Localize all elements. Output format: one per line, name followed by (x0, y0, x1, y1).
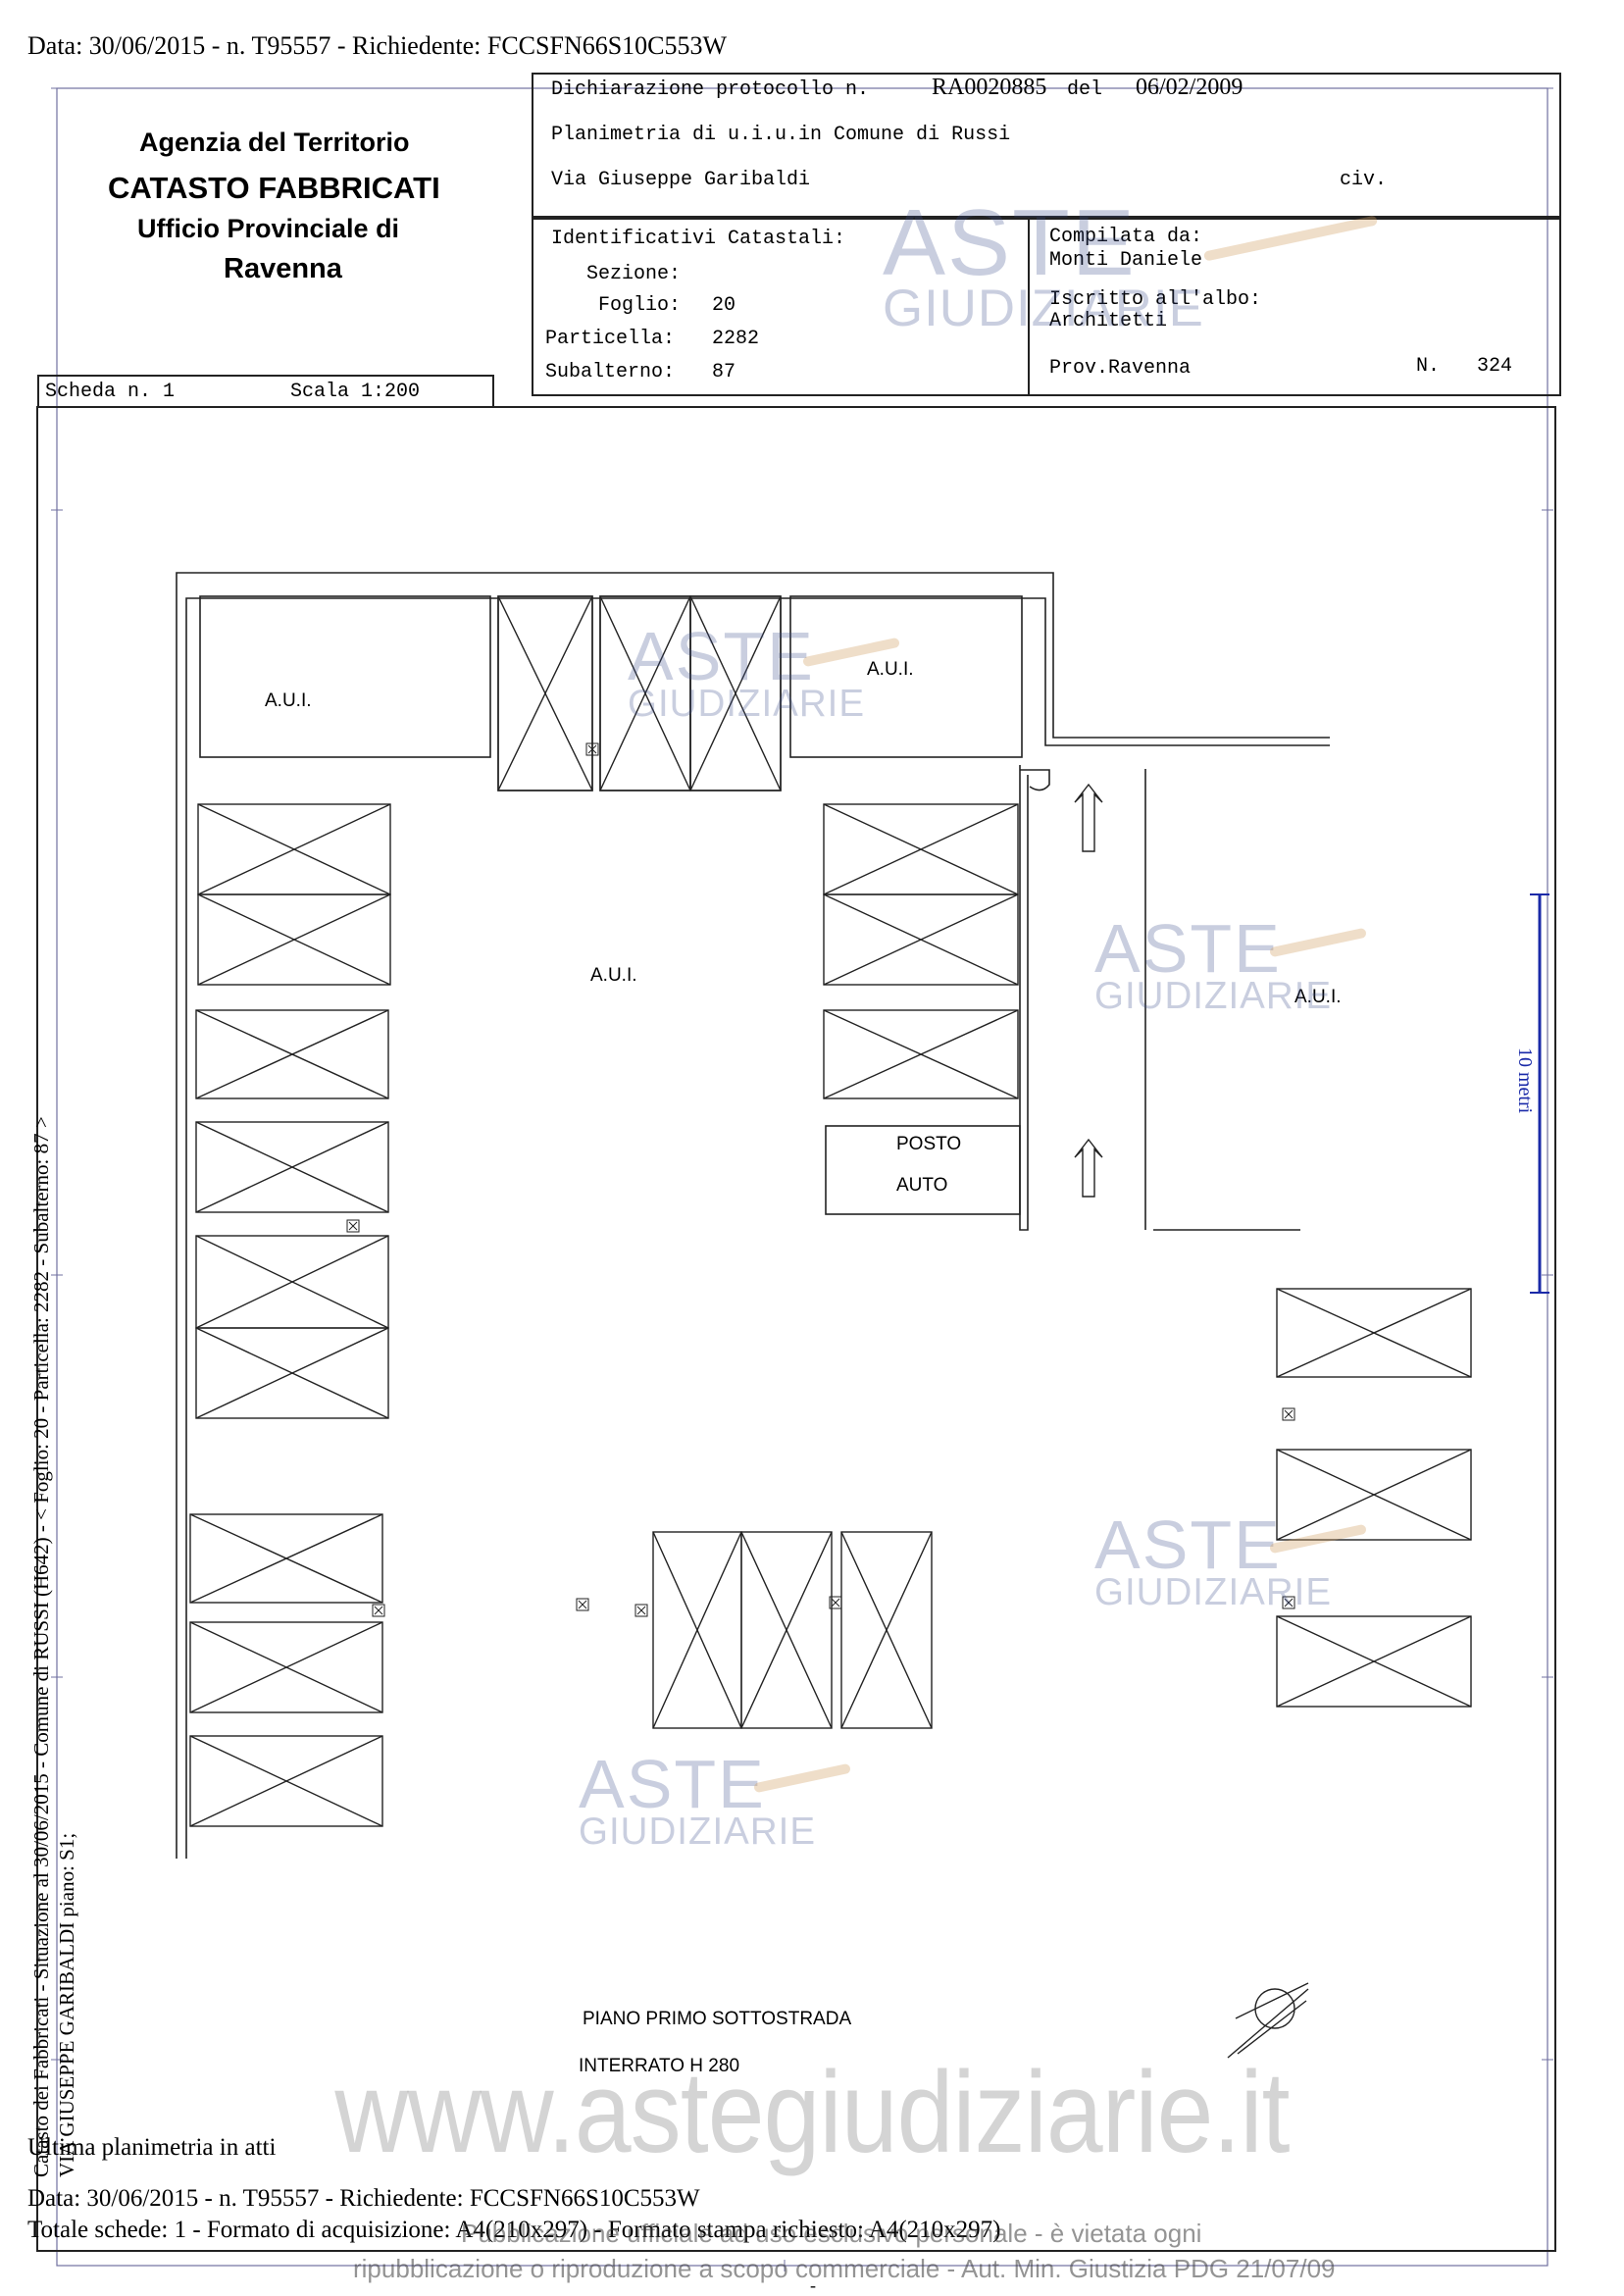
parking-space (189, 1735, 383, 1827)
marker-box (1282, 1407, 1295, 1421)
marker-box (346, 1219, 360, 1233)
parking-space (823, 893, 1019, 986)
website-watermark: www.astegiudiziarie.it (334, 2048, 1290, 2177)
marker-box (576, 1598, 589, 1611)
watermark-aste-word: ASTE (883, 190, 1137, 295)
n-label: N. (1416, 355, 1441, 378)
declaration-box (532, 73, 1561, 218)
parking-space (497, 595, 593, 791)
office-line1: Agenzia del Territorio (139, 128, 410, 157)
particella-label: Particella: (545, 328, 676, 350)
parking-space (652, 1531, 742, 1729)
watermark-aste-2: ASTE GIUDIZIARIE (628, 618, 866, 725)
civ-label: civ. (1340, 169, 1388, 191)
parking-space (689, 595, 782, 791)
watermark-aste-5: ASTE GIUDIZIARIE (579, 1746, 817, 1853)
parking-space (195, 1121, 389, 1213)
ultima-planimetria: Ultima planimetria in atti (27, 2134, 277, 2161)
marker-box (829, 1596, 842, 1609)
box-divider (1028, 218, 1030, 396)
aui-label-4: A.U.I. (1294, 987, 1342, 1007)
subalterno-label: Subalterno: (545, 361, 676, 383)
compilata-name: Monti Daniele (1049, 249, 1203, 272)
parking-space (189, 1621, 383, 1713)
auto-label: AUTO (896, 1175, 948, 1196)
parking-space (197, 803, 391, 895)
parking-space (195, 1235, 389, 1329)
sezione-label: Sezione: (586, 263, 682, 285)
parking-space (1276, 1615, 1472, 1708)
parking-space (740, 1531, 833, 1729)
protocollo-number: RA0020885 (932, 75, 1047, 100)
aui-label-3: A.U.I. (590, 965, 637, 986)
foglio-value: 20 (712, 294, 736, 317)
scheda-label: Scheda n. 1 (45, 381, 176, 403)
planimetria-line: Planimetria di u.i.u.in Comune di Russi (551, 124, 1011, 146)
n-value: 324 (1477, 355, 1513, 378)
publication-notice-1: Pubblicazione ufficiale ad uso esclusivo… (461, 2219, 1202, 2248)
del-label: del (1067, 78, 1103, 101)
parking-space (195, 1009, 389, 1099)
office-line2: CATASTO FABBRICATI (108, 171, 440, 205)
scheda-box (37, 375, 494, 408)
watermark-aste-3: ASTE GIUDIZIARIE (1094, 910, 1333, 1017)
compilata-label: Compilata da: (1049, 226, 1203, 248)
marker-box (1282, 1596, 1295, 1609)
piano-label: PIANO PRIMO SOTTOSTRADA (583, 2009, 852, 2029)
protocollo-label: Dichiarazione protocollo n. (551, 78, 870, 101)
foglio-label: Foglio: (598, 294, 682, 317)
scala-label: Scala 1:200 (290, 381, 421, 403)
identificativi-title: Identificativi Catastali: (551, 228, 846, 250)
parking-space (823, 803, 1019, 895)
aui-label-1: A.U.I. (265, 690, 312, 711)
identificativi-box (532, 218, 1561, 396)
watermark-aste-1: ASTE GIUDIZIARIE (883, 190, 1204, 338)
iscritto-label: Iscritto all'albo: (1049, 288, 1262, 311)
posto-label: POSTO (896, 1134, 962, 1154)
footer-totale: Totale schede: 1 - Formato di acquisizio… (27, 2217, 1001, 2243)
declaration-date: 06/02/2009 (1136, 75, 1243, 100)
particella-value: 2282 (712, 328, 760, 350)
office-line3: Ufficio Provinciale di (137, 214, 400, 243)
parking-space (840, 1531, 933, 1729)
footer-data-line: Data: 30/06/2015 - n. T95557 - Richieden… (27, 2185, 700, 2212)
albo-value: Architetti (1049, 310, 1168, 332)
watermark-giudiziarie-word: GIUDIZIARIE (883, 280, 1204, 338)
subalterno-value: 87 (712, 361, 736, 383)
interrato-label: INTERRATO H 280 (579, 2056, 740, 2076)
scale-bar-label: 10 metri (1514, 1047, 1536, 1114)
watermark-aste-4: ASTE GIUDIZIARIE (1094, 1506, 1333, 1613)
parking-space (823, 1009, 1019, 1099)
publication-notice-2: ripubblicazione o riproduzione a scopo c… (353, 2254, 1336, 2283)
prov-label: Prov.Ravenna (1049, 357, 1192, 380)
parking-space (195, 1327, 389, 1419)
parking-space (189, 1513, 383, 1604)
marker-box (585, 742, 599, 756)
footer-dash: - (810, 2275, 816, 2295)
office-line4: Ravenna (224, 253, 342, 284)
side-text-line1: Catasto dei Fabbricati - Situazione al 3… (29, 1116, 53, 2177)
marker-box (634, 1604, 648, 1617)
parking-space (1276, 1288, 1472, 1378)
marker-box (372, 1604, 385, 1617)
via-line: Via Giuseppe Garibaldi (551, 169, 811, 191)
parking-space (197, 893, 391, 986)
side-text-line2: VIA GIUSEPPE GARIBALDI piano: S1; (55, 1832, 78, 2177)
aui-label-2: A.U.I. (867, 659, 914, 680)
header-line: Data: 30/06/2015 - n. T95557 - Richieden… (27, 31, 728, 60)
parking-space (1276, 1449, 1472, 1541)
